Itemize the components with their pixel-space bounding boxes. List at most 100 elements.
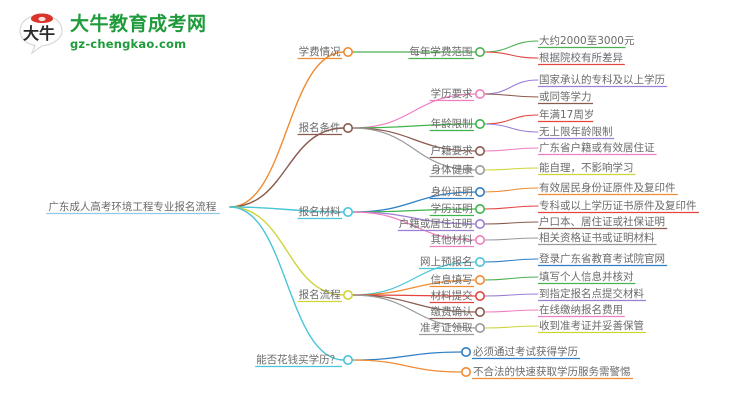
mindmap-node-label[interactable]: 学费情况 [299,45,341,58]
mindmap-edge [351,279,477,296]
mindmap-node-dot[interactable] [474,322,485,333]
mindmap-node-dot[interactable] [474,46,485,57]
mindmap-node-label[interactable]: 信息填写 [431,273,473,286]
mindmap-node-label[interactable]: 在线缴纳报名费用 [539,303,623,316]
mindmap-node-label[interactable]: 材料提交 [431,289,473,302]
mindmap-node-dot[interactable] [342,123,353,134]
mindmap-edge [229,206,345,213]
mindmap-node-label[interactable]: 报名流程 [299,288,341,301]
mindmap-node-dot[interactable] [342,354,353,365]
mindmap-edge [351,351,463,361]
mindmap-node-label[interactable]: 大约2000至3000元 [539,34,635,47]
mindmap-node-label[interactable]: 能自理，不影响学习 [539,161,634,174]
mindmap-root-label[interactable]: 广东成人高考环境工程专业报名流程 [48,200,216,213]
mindmap-node-dot[interactable] [460,366,471,377]
mindmap-edge [351,123,477,129]
mindmap-node-dot[interactable] [474,89,485,100]
mindmap-node-dot[interactable] [342,289,353,300]
mindmap-node-dot[interactable] [474,274,485,285]
mindmap-node-dot[interactable] [474,165,485,176]
mindmap-node-label[interactable]: 不合法的快速获取学历服务需警惕 [473,365,631,378]
mindmap-node-dot[interactable] [474,187,485,198]
mindmap-node-dot[interactable] [342,46,353,57]
mindmap-edge [229,127,345,208]
mindmap-node-label[interactable]: 年龄限制 [431,117,473,130]
mindmap-node-label[interactable]: 填写个人信息并核对 [539,270,634,283]
mindmap-node-label[interactable]: 身份证明 [431,185,473,198]
svg-text:大牛: 大牛 [23,24,55,43]
mindmap-node-label[interactable]: 收到准考证并妥善保管 [539,319,644,332]
mindmap-edge [483,205,539,210]
logo-text: 大牛教育成考网 gz-chengkao.com [70,13,207,52]
mindmap-edge [351,93,477,129]
mindmap-edge [483,237,539,241]
mindmap-edge [483,187,539,193]
mindmap-node-dot[interactable] [460,346,471,357]
site-logo: 大牛 大牛教育成考网 gz-chengkao.com [18,10,208,58]
mindmap-edge [351,127,477,171]
mindmap-edge [483,309,539,313]
mindmap-node-label[interactable]: 网上预报名 [420,255,473,268]
mindmap-node-label[interactable]: 登录广东省教育考试院官网 [539,252,665,265]
mindmap-node-label[interactable]: 或同等学力 [539,90,592,103]
mindmap-edge [229,206,345,361]
mindmap-node-label[interactable]: 户口本、居住证或社保证明 [539,215,665,228]
mindmap-node-label[interactable]: 每年学费范围 [409,45,472,58]
mindmap-edge [483,325,539,329]
mindmap-edge [351,294,477,329]
mindmap-node-dot[interactable] [342,207,353,218]
mindmap-edge [351,191,477,213]
mindmap-node-label[interactable]: 其他材料 [431,233,473,246]
mindmap-node-dot[interactable] [474,219,485,230]
mindmap-node-dot[interactable] [474,119,485,130]
mindmap-edge [483,293,539,297]
logo-title: 大牛教育成考网 [70,13,207,35]
mindmap-edge [483,123,539,133]
mindmap-node-dot[interactable] [474,204,485,215]
mindmap-node-label[interactable]: 学历证明 [431,202,473,215]
mindmap-node-label[interactable]: 有效居民身份证原件及复印件 [539,181,676,194]
mindmap-edges [229,40,539,373]
mindmap-node-label[interactable]: 学历要求 [431,87,473,100]
mindmap-edge [351,127,477,152]
mindmap-node-label[interactable]: 报名材料 [299,205,341,218]
mindmap-edge [483,258,539,263]
mindmap-node-label[interactable]: 专科或以上学历证书原件及复印件 [539,199,697,212]
mindmap-node-label[interactable]: 报名条件 [299,121,341,134]
mindmap-edge [483,147,539,152]
mindmap-edge [483,51,539,59]
mindmap-node-label[interactable]: 准考证领取 [420,321,473,334]
logo-mark-icon: 大牛 [19,13,63,55]
mindmap-node-label[interactable]: 户籍或居住证明 [399,217,473,230]
mindmap-node-label[interactable]: 无上限年龄限制 [539,125,613,138]
mindmap-edge [229,206,345,296]
mindmap-node-dot[interactable] [474,235,485,246]
mindmap-edge [483,79,539,95]
mindmap-labels: 广东成人高考环境工程专业报名流程 学费情况 每年学费范围 大约2000至3000元根据… [48,34,696,378]
mindmap-node-dot[interactable] [474,290,485,301]
mindmap-node-label[interactable]: 能否花钱买学历？ [256,353,340,366]
mindmap-edge [483,40,539,53]
mindmap-node-label[interactable]: 相关资格证书或证明材料 [539,231,655,244]
mindmap-node-label[interactable]: 广东省户籍或有效居住证 [539,141,655,154]
mindmap-edge [483,167,539,171]
mindmap-node-label[interactable]: 户籍要求 [431,144,473,157]
mindmap-edge [351,359,463,373]
mindmap-node-dot[interactable] [474,256,485,267]
mindmap-edge [483,93,539,98]
mindmap-node-dot[interactable] [474,306,485,317]
mindmap-edge [483,221,539,225]
mindmap-node-label[interactable]: 根据院校有所差异 [539,51,623,64]
mindmap-node-label[interactable]: 年满17周岁 [539,108,594,121]
mindmap-node-label[interactable]: 缴费确认 [431,305,473,318]
mindmap-node-label[interactable]: 到指定报名点提交材料 [539,287,644,300]
mindmap-edge [351,211,477,241]
mindmap-edge [351,261,477,296]
mindmap-node-dot[interactable] [474,146,485,157]
mindmap-node-label[interactable]: 身体健康 [431,163,473,176]
mindmap-edge [483,276,539,281]
mindmap-node-label[interactable]: 国家承认的专科及以上学历 [539,73,665,86]
mindmap-node-label[interactable]: 必须通过考试获得学历 [473,345,578,358]
